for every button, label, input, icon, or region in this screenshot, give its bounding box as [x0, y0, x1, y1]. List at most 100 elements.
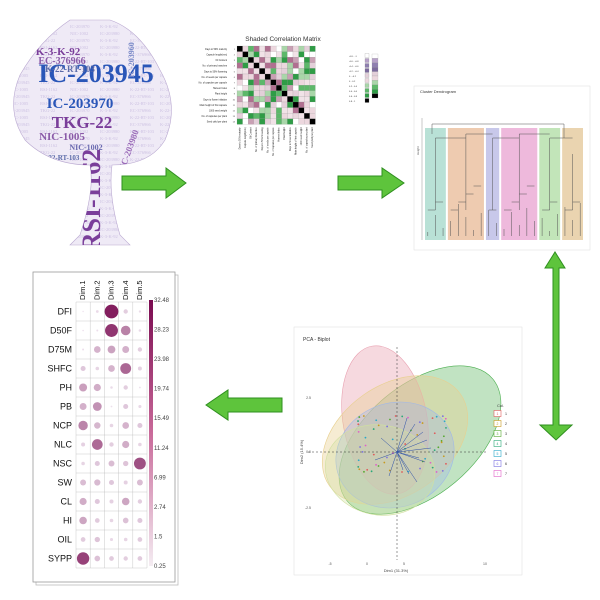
contrib-bubble: [109, 499, 114, 504]
correlation-cell: [270, 96, 277, 103]
correlation-cell: [248, 107, 254, 114]
cloud-filler-word: K-22-RT-103: [160, 136, 185, 141]
cloud-filler-word: K-22-RT-103: [160, 66, 185, 71]
correlation-cell: [253, 85, 260, 91]
correlation-cell: [259, 90, 266, 97]
correlation-col-label: Days to flower initiation: [289, 127, 292, 151]
correlation-cell: [270, 85, 277, 91]
contrib-colorbar-tick: 6.99: [154, 475, 166, 481]
pca-legend-label: 2: [505, 422, 507, 426]
correlation-cell: [248, 68, 254, 75]
correlation-row-label: No. of seeds per capsule: [202, 76, 228, 79]
pca-point: [386, 456, 388, 459]
correlation-row-label: Capsule length(mm): [206, 54, 227, 57]
pca-point: [440, 439, 443, 442]
correlation-cell: [259, 68, 266, 75]
cloud-filler-word: EC-376966: [130, 150, 151, 155]
cloud-filler-word: K-22-RT-103: [160, 52, 185, 57]
correlation-row-index: 10: [233, 99, 236, 101]
pca-point: [404, 443, 407, 445]
correlation-cell: [304, 107, 310, 114]
correlation-cell: [292, 62, 299, 69]
correlation-cell: [253, 113, 260, 119]
correlation-legend-label: 0.6 - 0.8: [349, 96, 358, 98]
correlation-cell: [259, 96, 266, 103]
cloud-filler-word: RSI-1162: [40, 31, 57, 36]
pca-point: [375, 419, 378, 422]
cloud-filler-word: IC-203945: [10, 206, 30, 211]
cloud-word: NIC-1005: [39, 131, 85, 143]
correlation-col-label: Oil Content: [250, 127, 253, 139]
correlation-cell: [276, 73, 282, 80]
contrib-bubble: [122, 517, 129, 524]
dendrogram-title: Cluster Dendrogram: [420, 89, 457, 94]
correlation-legend-label: 0.2 - 0.4: [349, 86, 358, 88]
correlation-cell: [253, 96, 260, 103]
cloud-filler-word: IC-203945: [10, 108, 30, 113]
correlation-cell: [276, 79, 282, 86]
correlation-cell: [304, 57, 310, 63]
correlation-legend-swatch: [364, 88, 370, 93]
pca-ylabel: Dim2 (15.4%): [299, 439, 304, 464]
contrib-bubble: [95, 366, 100, 371]
correlation-cell: [298, 45, 305, 52]
cloud-filler-word: IC-203970: [70, 192, 90, 197]
correlation-col-label: Plant height: [283, 127, 286, 139]
correlation-cell: [276, 62, 282, 69]
correlation-cell: [242, 101, 249, 108]
contrib-bubble: [78, 420, 88, 431]
contrib-row-label: SYPP: [48, 554, 72, 564]
cloud-filler-word: EC-376966: [130, 24, 151, 29]
contrib-colorbar-tick: 2.74: [154, 505, 166, 511]
contrib-bubble: [109, 537, 114, 542]
pca-point: [441, 415, 444, 418]
correlation-col-label: Capsule length(mm): [244, 127, 247, 148]
correlation-cell: [287, 90, 294, 97]
cloud-filler-word: K-3-K-92: [100, 192, 118, 197]
cloud-filler-word: IC-203945: [10, 150, 30, 155]
correlation-row-index: 5: [234, 71, 236, 73]
pca-point: [363, 470, 365, 473]
correlation-cell: [281, 96, 288, 103]
correlation-cell: [304, 85, 310, 91]
cloud-filler-word: TKG-22: [40, 24, 55, 29]
pca-legend-key: [493, 410, 502, 417]
cloud-filler-word: IC-203980: [100, 171, 120, 176]
correlation-cell: [264, 85, 271, 91]
cloud-filler-word: IC-203970: [70, 80, 90, 85]
correlation-cell: [292, 45, 299, 52]
cloud-filler-word: K-22-RT-103: [130, 45, 155, 50]
contrib-bubble: [109, 556, 114, 561]
pca-point: [358, 416, 361, 418]
correlation-cell: [248, 79, 254, 86]
contrib-bubble: [139, 386, 141, 389]
correlation-cell: [270, 79, 277, 86]
correlation-cell: [248, 90, 254, 97]
correlation-cell: [276, 113, 282, 119]
correlation-cell: [248, 51, 254, 58]
correlation-cell: [242, 107, 249, 114]
pca-point: [375, 463, 377, 466]
correlation-cell: [287, 107, 294, 114]
cloud-filler-word: IC-203980: [100, 227, 120, 232]
correlation-cell: [304, 68, 310, 75]
contrib-bubble: [82, 348, 85, 351]
cloud-word: IC-203960: [127, 42, 136, 78]
cloud-filler-word: RSI-1162: [40, 87, 57, 92]
correlation-col-label: Days to 50% flowering: [261, 127, 264, 151]
cloud-filler-word: IC-203945: [10, 220, 30, 225]
pca-point: [429, 461, 432, 464]
cloud-filler-word: RSI-1162: [40, 213, 57, 218]
contrib-colorbar-tick: 19.74: [154, 387, 170, 393]
cloud-filler-word: RSI-1162: [40, 101, 57, 106]
cloud-filler-word: RSI-1162: [40, 199, 57, 204]
cloud-filler-word: K-22-RT-103: [160, 122, 185, 127]
pca-group-ellipse: [335, 401, 455, 509]
correlation-cell: [281, 45, 288, 52]
correlation-cell: [264, 96, 271, 103]
correlation-cell: [236, 90, 243, 97]
cloud-filler-word: EC-376966: [130, 66, 151, 71]
pca-legend-key-letter: 5: [497, 452, 499, 456]
cloud-filler-word: IC-203960: [160, 157, 180, 162]
correlation-legend-label: 0.8 - 1: [349, 101, 356, 103]
